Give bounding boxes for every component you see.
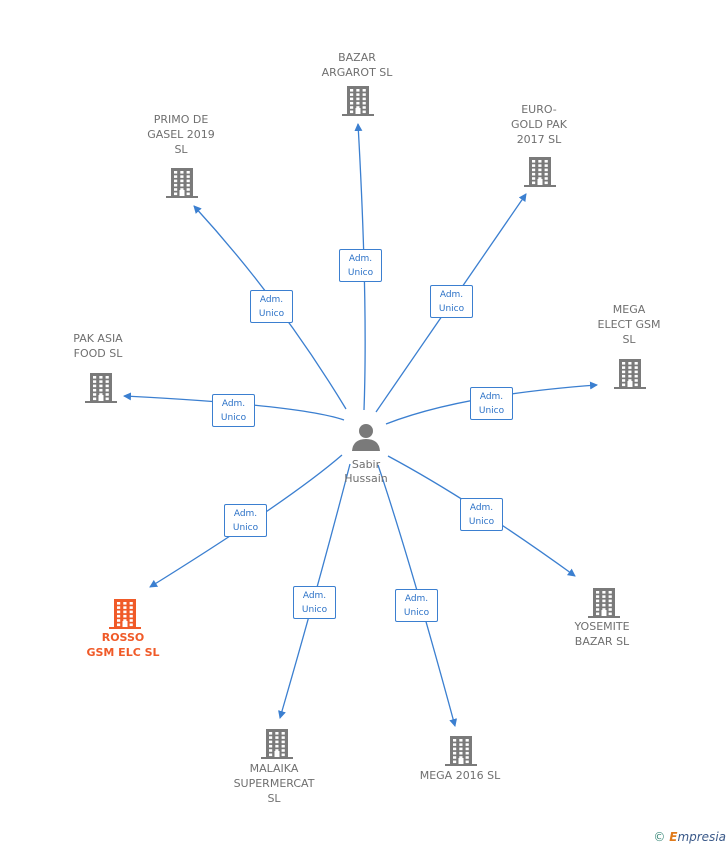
- edge-malaika-supermercat: [278, 463, 351, 719]
- company-label-line: MALAIKA: [249, 762, 299, 775]
- company-label-line: EURO-: [521, 103, 557, 116]
- empresia-footer[interactable]: © Empresia: [653, 830, 726, 844]
- company-label-rosso-gsm-elc[interactable]: ROSSO GSM ELC SL: [63, 630, 183, 660]
- company-label-mega-elect-gsm[interactable]: MEGA ELECT GSM SL: [569, 302, 689, 347]
- relation-badge-line: Adm.: [259, 295, 284, 305]
- edge-bazar-argarot: [354, 123, 366, 411]
- relation-badge-line: Adm.: [221, 399, 246, 409]
- relation-badge-line: Adm.: [233, 509, 258, 519]
- company-label-bazar-argarot[interactable]: BAZAR ARGAROT SL: [297, 50, 417, 80]
- relation-badge-mega-2016[interactable]: Adm. Unico: [395, 589, 438, 622]
- relation-badge-line: Unico: [232, 523, 259, 533]
- building-icon[interactable]: [166, 168, 198, 198]
- relation-badge-mega-elect-gsm[interactable]: Adm. Unico: [470, 387, 513, 420]
- company-label-line: MEGA: [612, 303, 646, 316]
- relation-badge-line: Adm.: [439, 290, 464, 300]
- building-icon[interactable]: [109, 599, 141, 629]
- company-label-line: FOOD SL: [73, 347, 123, 360]
- company-label-line: SL: [622, 333, 636, 346]
- relation-badge-line: Unico: [478, 406, 505, 416]
- brand-name: mpresia: [677, 830, 726, 844]
- edge-pak-asia-food: [123, 392, 345, 421]
- relation-badge-line: Unico: [258, 309, 285, 319]
- relation-badge-yosemite-bazar[interactable]: Adm. Unico: [460, 498, 503, 531]
- relation-badge-line: Adm.: [404, 594, 429, 604]
- company-label-malaika-supermercat[interactable]: MALAIKA SUPERMERCAT SL: [214, 761, 334, 806]
- edge-rosso-gsm-elc: [149, 454, 343, 588]
- company-label-line: PAK ASIA: [73, 332, 123, 345]
- company-label-line: ROSSO: [101, 631, 145, 644]
- company-label-line: MEGA 2016 SL: [419, 769, 501, 782]
- center-person-name[interactable]: Sabir Hussain: [344, 458, 388, 485]
- copyright-icon: ©: [653, 830, 666, 844]
- building-icon[interactable]: [261, 729, 293, 759]
- relation-badge-line: Unico: [468, 517, 495, 527]
- company-label-line: GASEL 2019: [147, 128, 215, 141]
- company-label-line: BAZAR: [338, 51, 376, 64]
- company-label-line: BAZAR SL: [574, 635, 630, 648]
- relation-badge-line: Adm.: [348, 254, 373, 264]
- company-label-line: 2017 SL: [516, 133, 562, 146]
- company-label-pak-asia-food[interactable]: PAK ASIA FOOD SL: [38, 331, 158, 361]
- building-icon[interactable]: [85, 373, 117, 403]
- relation-badge-pak-asia-food[interactable]: Adm. Unico: [212, 394, 255, 427]
- edge-mega-2016: [377, 464, 458, 727]
- company-label-line: ELECT GSM: [597, 318, 661, 331]
- building-icon[interactable]: [524, 157, 556, 187]
- relation-badge-line: Unico: [347, 268, 374, 278]
- company-label-euro-gold-pak[interactable]: EURO- GOLD PAK 2017 SL: [479, 102, 599, 147]
- company-label-line: ARGAROT SL: [321, 66, 393, 79]
- relation-badge-line: Unico: [403, 608, 430, 618]
- relation-badge-euro-gold-pak[interactable]: Adm. Unico: [430, 285, 473, 318]
- building-icon[interactable]: [342, 86, 374, 116]
- company-label-line: YOSEMITE: [574, 620, 630, 633]
- company-label-mega-2016[interactable]: MEGA 2016 SL: [400, 768, 520, 783]
- brand-initial: E: [669, 830, 678, 844]
- building-icon[interactable]: [614, 359, 646, 389]
- person-icon[interactable]: [352, 424, 380, 451]
- relation-badge-primo-de-gasel[interactable]: Adm. Unico: [250, 290, 293, 323]
- relation-badge-bazar-argarot[interactable]: Adm. Unico: [339, 249, 382, 282]
- relation-badge-line: Unico: [438, 304, 465, 314]
- relation-badge-line: Unico: [301, 605, 328, 615]
- building-icon[interactable]: [588, 588, 620, 618]
- relation-badge-line: Adm.: [479, 392, 504, 402]
- company-label-line: SL: [174, 143, 188, 156]
- relation-badge-line: Unico: [220, 413, 247, 423]
- relation-badge-line: Adm.: [302, 591, 327, 601]
- company-label-line: PRIMO DE: [153, 113, 209, 126]
- relation-badge-rosso-gsm-elc[interactable]: Adm. Unico: [224, 504, 267, 537]
- company-label-line: GSM ELC SL: [86, 646, 160, 659]
- company-label-line: SUPERMERCAT: [233, 777, 315, 790]
- company-label-yosemite-bazar[interactable]: YOSEMITE BAZAR SL: [542, 619, 662, 649]
- relation-badge-malaika-supermercat[interactable]: Adm. Unico: [293, 586, 336, 619]
- company-label-line: GOLD PAK: [511, 118, 567, 131]
- building-icon[interactable]: [445, 736, 477, 766]
- relation-badge-line: Adm.: [469, 503, 494, 513]
- company-label-line: SL: [267, 792, 281, 805]
